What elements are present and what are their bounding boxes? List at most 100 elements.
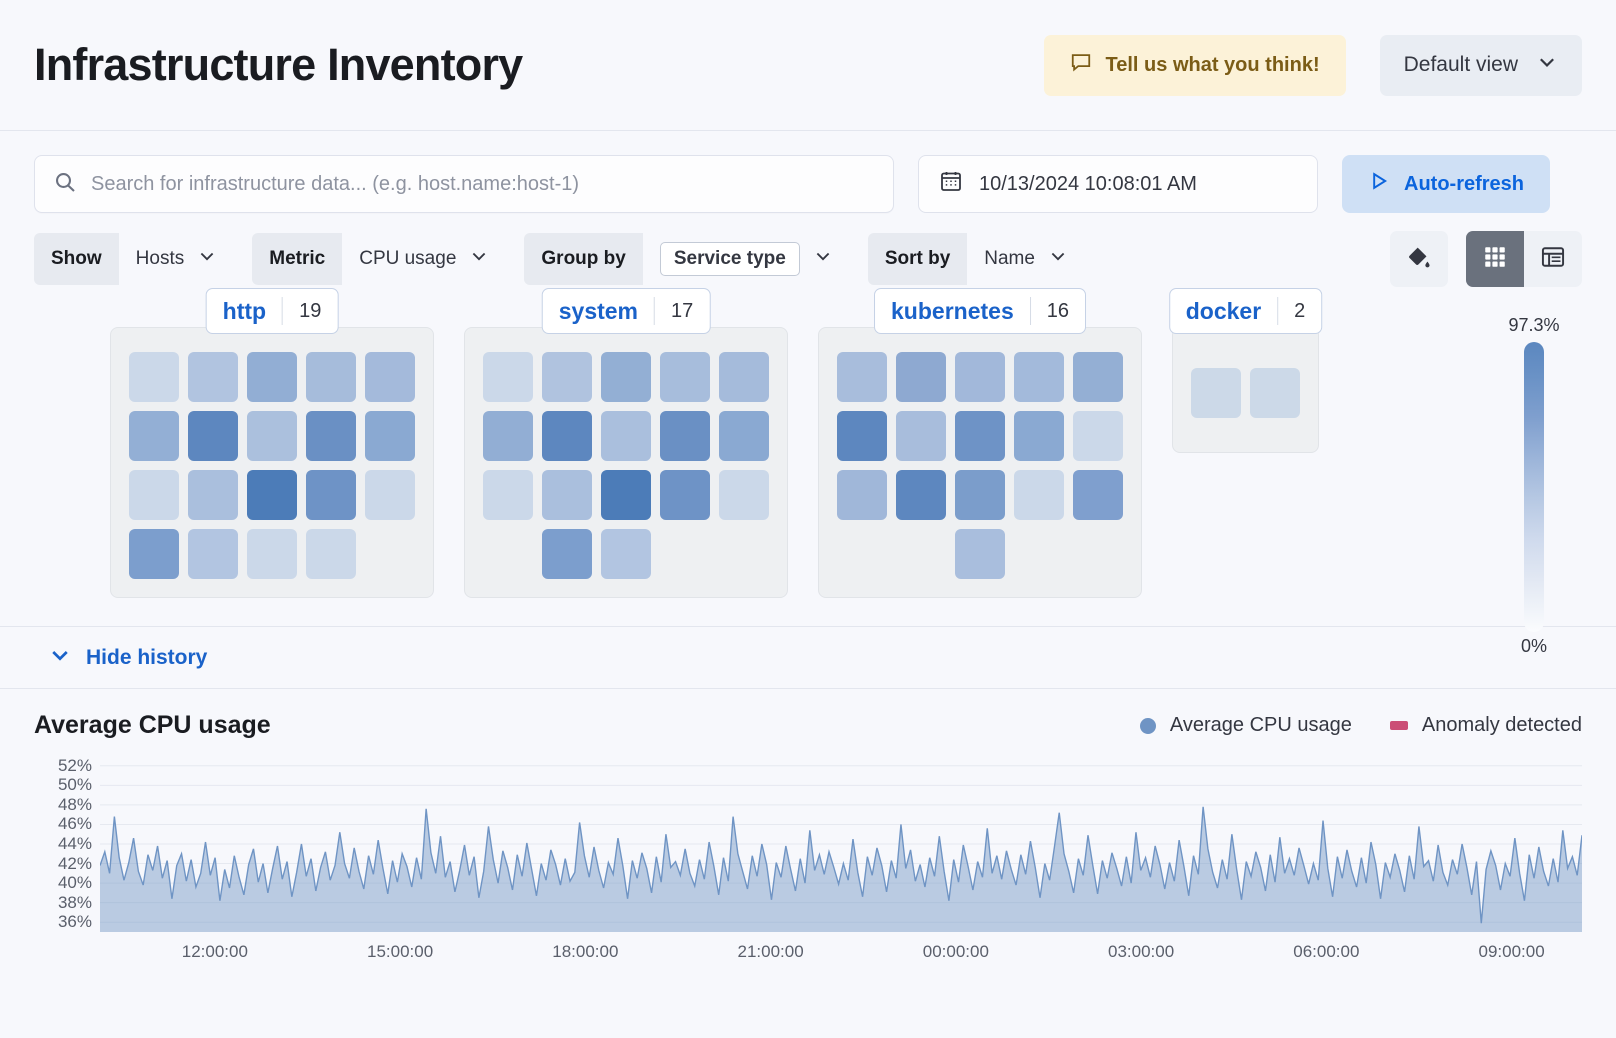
filter-sort-by-value[interactable]: Name bbox=[967, 233, 1085, 285]
host-cell[interactable] bbox=[365, 411, 415, 461]
table-view-button[interactable] bbox=[1524, 231, 1582, 287]
host-cell[interactable] bbox=[247, 529, 297, 579]
host-cell[interactable] bbox=[306, 411, 356, 461]
calendar-icon bbox=[939, 169, 963, 199]
group-name: http bbox=[222, 297, 267, 324]
chart-legend: Average CPU usage Anomaly detected bbox=[1139, 714, 1582, 737]
date-picker[interactable]: 10/13/2024 10:08:01 AM bbox=[918, 155, 1318, 213]
host-cell[interactable] bbox=[719, 470, 769, 520]
host-cell[interactable] bbox=[306, 529, 356, 579]
host-cell[interactable] bbox=[188, 470, 238, 520]
hide-history-toggle[interactable]: Hide history bbox=[0, 627, 1616, 689]
chart-header: Average CPU usage Average CPU usage Anom… bbox=[34, 711, 1582, 740]
host-cell[interactable] bbox=[247, 470, 297, 520]
filter-show-value[interactable]: Hosts bbox=[119, 233, 235, 285]
filter-group-by-value[interactable]: Service type bbox=[643, 233, 850, 285]
color-fill-icon-button[interactable] bbox=[1390, 231, 1448, 287]
host-cell[interactable] bbox=[483, 470, 533, 520]
filter-sort-by-label: Sort by bbox=[867, 233, 968, 285]
host-cell[interactable] bbox=[837, 352, 887, 402]
host-cell[interactable] bbox=[247, 411, 297, 461]
host-cell[interactable] bbox=[129, 529, 179, 579]
host-cell[interactable] bbox=[896, 470, 946, 520]
group-name: kubernetes bbox=[891, 297, 1014, 324]
host-cell[interactable] bbox=[660, 411, 710, 461]
host-cell[interactable] bbox=[896, 352, 946, 402]
host-cell[interactable] bbox=[1014, 352, 1064, 402]
host-cell[interactable] bbox=[719, 411, 769, 461]
host-cell[interactable] bbox=[1014, 411, 1064, 461]
page-header: Infrastructure Inventory Tell us what yo… bbox=[0, 0, 1616, 131]
legend-item-average-cpu-usage[interactable]: Average CPU usage bbox=[1139, 714, 1352, 737]
host-cell[interactable] bbox=[483, 411, 533, 461]
host-cell[interactable] bbox=[1191, 368, 1241, 418]
host-cell[interactable] bbox=[306, 352, 356, 402]
cell-spacer bbox=[483, 529, 533, 579]
waffle-grid bbox=[1191, 368, 1300, 418]
host-cell[interactable] bbox=[129, 352, 179, 402]
view-mode-switch bbox=[1466, 231, 1582, 287]
filter-group-by-label: Group by bbox=[524, 233, 643, 285]
host-cell[interactable] bbox=[1014, 470, 1064, 520]
host-cell[interactable] bbox=[542, 411, 592, 461]
host-cell[interactable] bbox=[955, 529, 1005, 579]
chart-plot-area[interactable] bbox=[100, 756, 1582, 932]
filter-show-value-text: Hosts bbox=[135, 248, 185, 269]
auto-refresh-button[interactable]: Auto-refresh bbox=[1342, 155, 1551, 213]
host-cell[interactable] bbox=[660, 470, 710, 520]
host-cell[interactable] bbox=[542, 529, 592, 579]
legend-marker-dot bbox=[1139, 717, 1156, 734]
cell-spacer bbox=[837, 529, 887, 579]
host-cell[interactable] bbox=[188, 352, 238, 402]
x-axis-tick: 18:00:00 bbox=[552, 942, 619, 961]
host-cell[interactable] bbox=[601, 529, 651, 579]
search-input[interactable]: Search for infrastructure data... (e.g. … bbox=[34, 155, 894, 213]
host-cell[interactable] bbox=[601, 352, 651, 402]
play-icon bbox=[1368, 170, 1390, 198]
host-cell[interactable] bbox=[129, 411, 179, 461]
host-cell[interactable] bbox=[837, 470, 887, 520]
host-cell[interactable] bbox=[542, 470, 592, 520]
legend-gradient bbox=[1524, 342, 1544, 632]
host-cell[interactable] bbox=[483, 352, 533, 402]
legend-item-anomaly-detected[interactable]: Anomaly detected bbox=[1389, 714, 1582, 737]
x-axis-tick: 09:00:00 bbox=[1478, 942, 1545, 961]
filter-metric-value[interactable]: CPU usage bbox=[342, 233, 506, 285]
host-cell[interactable] bbox=[719, 352, 769, 402]
feedback-button[interactable]: Tell us what you think! bbox=[1043, 34, 1346, 96]
host-cell[interactable] bbox=[1250, 368, 1300, 418]
grid-view-button[interactable] bbox=[1466, 231, 1524, 287]
host-cell[interactable] bbox=[188, 411, 238, 461]
host-cell[interactable] bbox=[1073, 352, 1123, 402]
host-cell[interactable] bbox=[306, 470, 356, 520]
group-name: system bbox=[558, 297, 639, 324]
host-cell[interactable] bbox=[247, 352, 297, 402]
host-cell[interactable] bbox=[955, 352, 1005, 402]
host-cell[interactable] bbox=[955, 411, 1005, 461]
host-cell[interactable] bbox=[365, 470, 415, 520]
area-fill bbox=[100, 806, 1582, 932]
host-cell[interactable] bbox=[601, 470, 651, 520]
host-cell[interactable] bbox=[188, 529, 238, 579]
host-cell[interactable] bbox=[955, 470, 1005, 520]
host-cell[interactable] bbox=[660, 352, 710, 402]
host-cell[interactable] bbox=[837, 411, 887, 461]
host-cell[interactable] bbox=[1073, 470, 1123, 520]
divider bbox=[1277, 297, 1279, 325]
host-cell[interactable] bbox=[365, 352, 415, 402]
y-axis-tick: 40% bbox=[57, 873, 92, 893]
host-cell[interactable] bbox=[1073, 411, 1123, 461]
host-cell[interactable] bbox=[896, 411, 946, 461]
host-cell[interactable] bbox=[542, 352, 592, 402]
default-view-button[interactable]: Default view bbox=[1379, 34, 1582, 96]
host-cell[interactable] bbox=[601, 411, 651, 461]
color-fill-icon bbox=[1406, 245, 1432, 274]
host-cell[interactable] bbox=[129, 470, 179, 520]
